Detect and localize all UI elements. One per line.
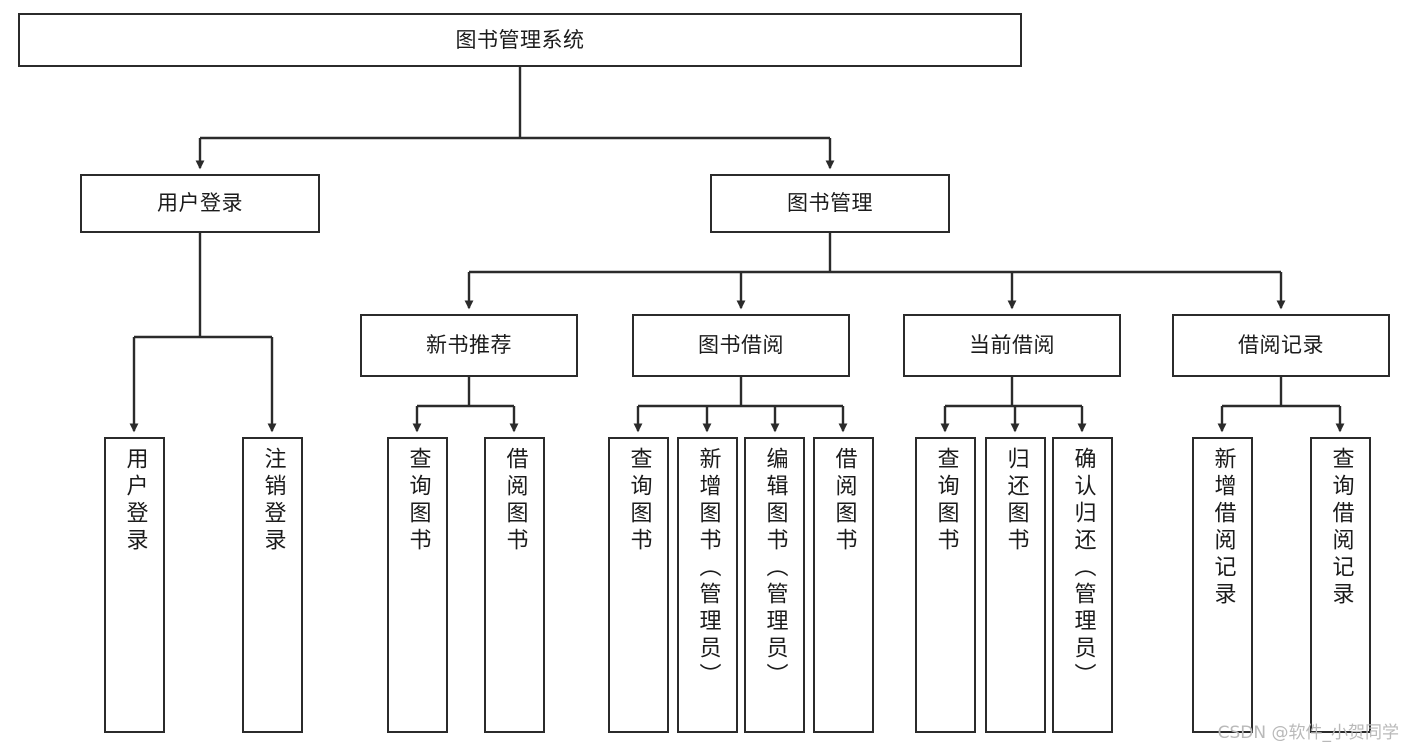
node-leaf-borrow-book-1[interactable]: 借阅图书 [484, 437, 545, 733]
node-leaf-add-book-label: 新增图书（管理员） [695, 447, 721, 690]
node-leaf-user-login[interactable]: 用户登录 [104, 437, 165, 733]
node-leaf-query-borrow-record[interactable]: 查询借阅记录 [1310, 437, 1371, 733]
node-leaf-query-book-1-label: 查询图书 [405, 447, 431, 555]
node-new-book-recommend-label: 新书推荐 [426, 333, 512, 358]
node-leaf-logout-login[interactable]: 注销登录 [242, 437, 303, 733]
node-leaf-confirm-return[interactable]: 确认归还（管理员） [1052, 437, 1113, 733]
node-leaf-confirm-return-label: 确认归还（管理员） [1070, 447, 1096, 690]
node-leaf-return-book[interactable]: 归还图书 [985, 437, 1046, 733]
node-leaf-query-book-3-label: 查询图书 [933, 447, 959, 555]
node-leaf-query-borrow-record-label: 查询借阅记录 [1328, 447, 1354, 609]
node-current-borrow[interactable]: 当前借阅 [903, 314, 1121, 377]
node-current-borrow-label: 当前借阅 [969, 333, 1055, 358]
node-leaf-edit-book[interactable]: 编辑图书（管理员） [744, 437, 805, 733]
node-leaf-borrow-book-2[interactable]: 借阅图书 [813, 437, 874, 733]
node-book-borrow[interactable]: 图书借阅 [632, 314, 850, 377]
node-root[interactable]: 图书管理系统 [18, 13, 1022, 67]
node-leaf-user-login-label: 用户登录 [122, 447, 148, 555]
node-leaf-logout-login-label: 注销登录 [260, 447, 286, 555]
node-leaf-borrow-book-1-label: 借阅图书 [502, 447, 528, 555]
csdn-watermark: CSDN @软件_小贺同学 [1217, 723, 1399, 743]
node-book-manage[interactable]: 图书管理 [710, 174, 950, 233]
node-book-borrow-label: 图书借阅 [698, 333, 784, 358]
node-leaf-borrow-book-2-label: 借阅图书 [831, 447, 857, 555]
node-leaf-edit-book-label: 编辑图书（管理员） [762, 447, 788, 690]
node-root-label: 图书管理系统 [455, 27, 585, 52]
node-leaf-add-book[interactable]: 新增图书（管理员） [677, 437, 738, 733]
node-borrow-record-label: 借阅记录 [1238, 333, 1324, 358]
node-leaf-query-book-3[interactable]: 查询图书 [915, 437, 976, 733]
node-new-book-recommend[interactable]: 新书推荐 [360, 314, 578, 377]
node-book-manage-label: 图书管理 [787, 191, 873, 216]
node-borrow-record[interactable]: 借阅记录 [1172, 314, 1390, 377]
node-leaf-query-book-1[interactable]: 查询图书 [387, 437, 448, 733]
node-leaf-add-borrow-record[interactable]: 新增借阅记录 [1192, 437, 1253, 733]
node-leaf-return-book-label: 归还图书 [1003, 447, 1029, 555]
node-leaf-query-book-2-label: 查询图书 [626, 447, 652, 555]
node-leaf-add-borrow-record-label: 新增借阅记录 [1210, 447, 1236, 609]
node-user-login[interactable]: 用户登录 [80, 174, 320, 233]
node-user-login-label: 用户登录 [157, 191, 243, 216]
node-leaf-query-book-2[interactable]: 查询图书 [608, 437, 669, 733]
